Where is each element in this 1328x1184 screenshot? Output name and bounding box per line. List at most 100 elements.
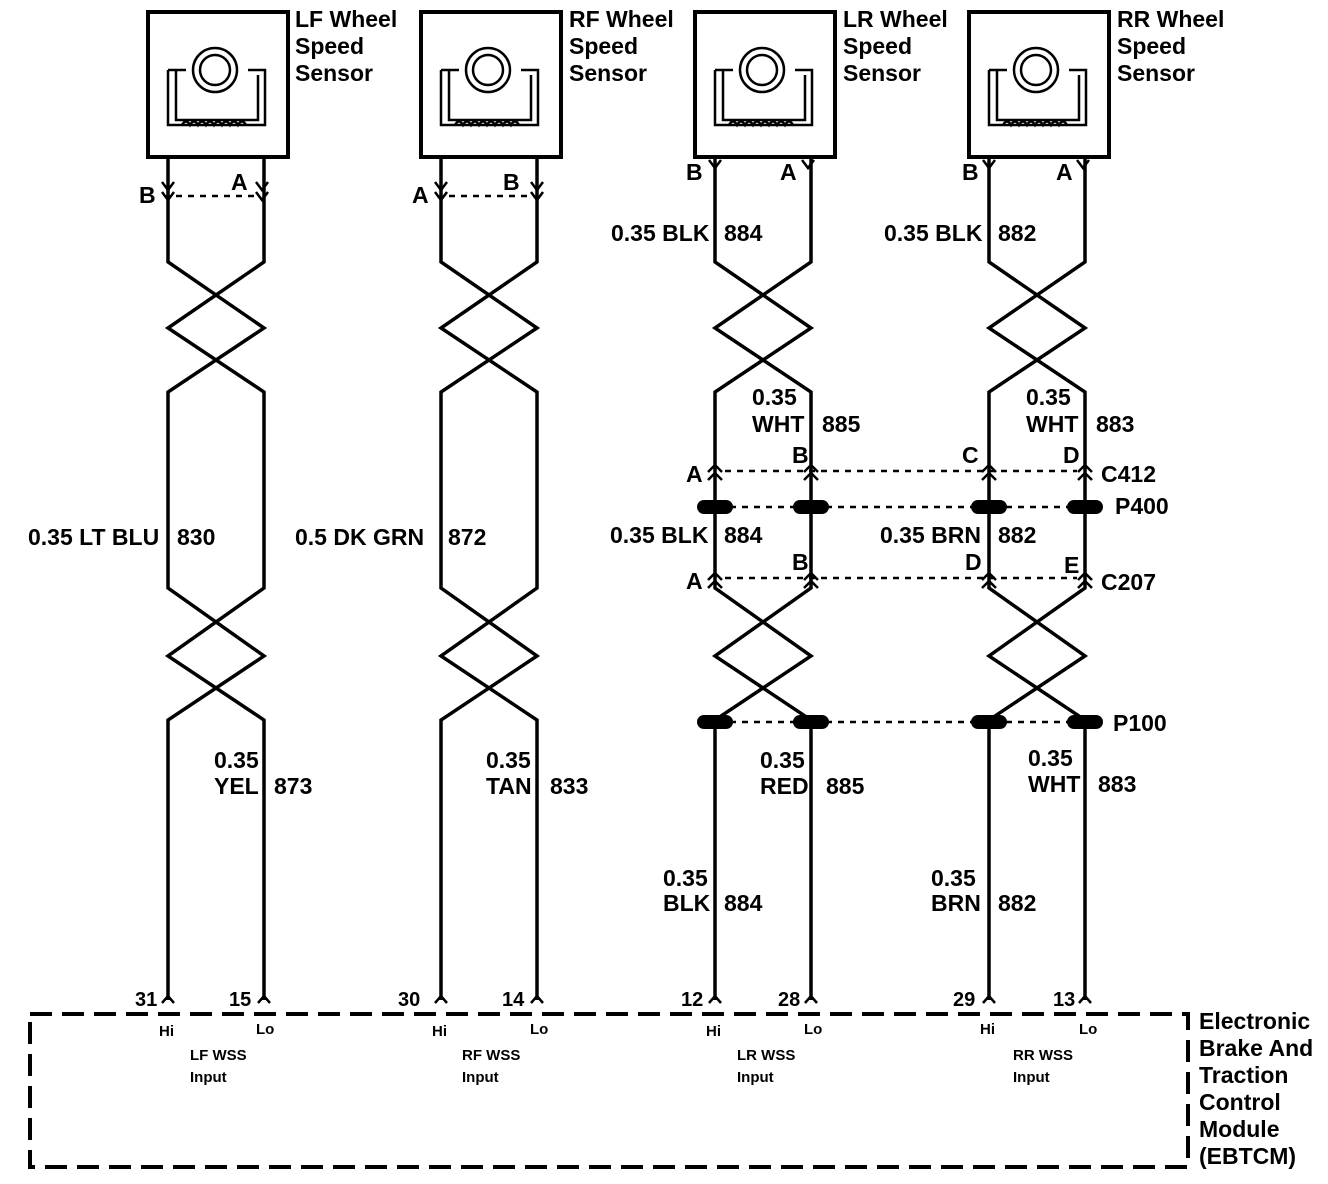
connector-p400: P400	[697, 493, 1169, 519]
module-name-2: Brake And	[1199, 1035, 1313, 1061]
lr-top-gauge-color: 0.35 BLK	[611, 220, 710, 246]
rf-lo-pin: 14	[502, 989, 525, 1011]
wire-labels: 0.35 BLK 884 0.35 BLK 882 0.35 WHT 885 0…	[28, 220, 1136, 916]
c207-pin-e: E	[1064, 552, 1079, 578]
rf-input-1: RF WSS	[462, 1047, 520, 1064]
ebtcm-module: Electronic Brake And Traction Control Mo…	[28, 1008, 1313, 1169]
rf-sensor: RF Wheel Speed Sensor	[419, 6, 674, 159]
lf-wires	[164, 158, 268, 1000]
rr-pin-left: B	[962, 159, 979, 185]
rf-main-gauge-color: 0.5 DK GRN	[295, 524, 424, 550]
lr-sensor-name-3: Sensor	[843, 60, 921, 86]
lf-hi-pin: 31	[135, 989, 157, 1011]
rr-between-gauge-color: 0.35 BRN	[880, 522, 981, 548]
lr-sensor-name-2: Speed	[843, 33, 912, 59]
lr-pin-right: A	[780, 159, 797, 185]
rr-sensor: RR Wheel Speed Sensor	[967, 6, 1224, 159]
rf-wires	[437, 158, 541, 1000]
lf-pin-right: A	[231, 169, 248, 195]
rr-sensor-name-1: RR Wheel	[1117, 6, 1224, 32]
lr-pin-left: B	[686, 159, 703, 185]
lr-lo-pin: 28	[778, 989, 800, 1011]
p100-label: P100	[1113, 710, 1167, 736]
c207-pin-d: D	[965, 549, 982, 575]
lr-hi-pin: 12	[681, 989, 703, 1011]
lr-wires	[711, 158, 815, 1000]
lf-sensor-name-3: Sensor	[295, 60, 373, 86]
rr-sensor-name-3: Sensor	[1117, 60, 1195, 86]
c412-pin-b: B	[792, 442, 809, 468]
c412-pin-c: C	[962, 442, 979, 468]
lr-bottom-hi-gauge: 0.35	[663, 865, 708, 891]
rf-bottom-circuit: 833	[550, 773, 588, 799]
rr-lo-label: Lo	[1079, 1021, 1097, 1038]
rf-lo-label: Lo	[530, 1021, 548, 1038]
rf-hi-label: Hi	[432, 1023, 447, 1040]
rf-sensor-name-3: Sensor	[569, 60, 647, 86]
lf-bottom-circuit: 873	[274, 773, 312, 799]
rr-bottom-lo-gauge: 0.35	[1028, 745, 1073, 771]
connector-c412: A B C D C412	[686, 442, 1156, 487]
lf-input-2: Input	[190, 1069, 227, 1086]
connector-c207: A B D E C207	[686, 549, 1156, 595]
rf-sensor-name-2: Speed	[569, 33, 638, 59]
rr-bottom-lo-circuit: 883	[1098, 771, 1136, 797]
rr-top-circuit: 882	[998, 220, 1036, 246]
module-terminals: 31 15 30 14 12 28 29 13 Hi Lo Hi Lo Hi L…	[135, 989, 1097, 1086]
lf-bottom-color: YEL	[214, 773, 259, 799]
module-name-1: Electronic	[1199, 1008, 1310, 1034]
lr-sensor: LR Wheel Speed Sensor	[693, 6, 948, 159]
c207-pin-a: A	[686, 568, 703, 594]
rf-pin-left: A	[412, 182, 429, 208]
c412-pin-a: A	[686, 461, 703, 487]
lr-hi-label: Hi	[706, 1023, 721, 1040]
lf-sensor-name-1: LF Wheel	[295, 6, 397, 32]
lf-main-circuit: 830	[177, 524, 215, 550]
module-name-4: Control	[1199, 1089, 1281, 1115]
rr-bottom-hi-color: BRN	[931, 890, 981, 916]
lr-bottom-lo-color: RED	[760, 773, 809, 799]
c207-pin-b: B	[792, 549, 809, 575]
rf-bottom-gauge: 0.35	[486, 747, 531, 773]
rr-input-1: RR WSS	[1013, 1047, 1073, 1064]
lr-sensor-name-1: LR Wheel	[843, 6, 948, 32]
rf-input-2: Input	[462, 1069, 499, 1086]
lr-lo-label: Lo	[804, 1021, 822, 1038]
rr-wires	[985, 158, 1089, 1000]
lr-between-gauge-color: 0.35 BLK	[610, 522, 709, 548]
rf-bottom-color: TAN	[486, 773, 532, 799]
rf-pin-right: B	[503, 169, 520, 195]
lf-pin-left: B	[139, 182, 156, 208]
lr-bottom-hi-color: BLK	[663, 890, 711, 916]
rr-top-gauge-color: 0.35 BLK	[884, 220, 983, 246]
lr-bottom-lo-circuit: 885	[826, 773, 865, 799]
p400-label: P400	[1115, 493, 1169, 519]
rr-bottom-hi-circuit: 882	[998, 890, 1036, 916]
rf-hi-pin: 30	[398, 989, 420, 1011]
rr-pin-right: A	[1056, 159, 1073, 185]
lr-mid-color: WHT	[752, 411, 804, 437]
module-name-6: (EBTCM)	[1199, 1143, 1296, 1169]
rr-bottom-hi-gauge: 0.35	[931, 865, 976, 891]
rr-mid-circuit: 883	[1096, 411, 1134, 437]
rr-bottom-lo-color: WHT	[1028, 771, 1080, 797]
lr-input-2: Input	[737, 1069, 774, 1086]
rr-mid-color: WHT	[1026, 411, 1078, 437]
lf-hi-label: Hi	[159, 1023, 174, 1040]
c412-label: C412	[1101, 461, 1156, 487]
lr-bottom-hi-circuit: 884	[724, 890, 763, 916]
sensor-connector-pins: B A A B B A B A	[139, 159, 1090, 208]
rf-main-circuit: 872	[448, 524, 486, 550]
rr-hi-label: Hi	[980, 1021, 995, 1038]
rr-lo-pin: 13	[1053, 989, 1075, 1011]
rf-sensor-name-1: RF Wheel	[569, 6, 674, 32]
rr-hi-pin: 29	[953, 989, 975, 1011]
lf-main-gauge-color: 0.35 LT BLU	[28, 524, 159, 550]
lf-lo-pin: 15	[229, 989, 251, 1011]
rr-between-circuit: 882	[998, 522, 1036, 548]
lf-input-1: LF WSS	[190, 1047, 247, 1064]
rr-sensor-name-2: Speed	[1117, 33, 1186, 59]
lr-top-circuit: 884	[724, 220, 763, 246]
lf-sensor-name-2: Speed	[295, 33, 364, 59]
